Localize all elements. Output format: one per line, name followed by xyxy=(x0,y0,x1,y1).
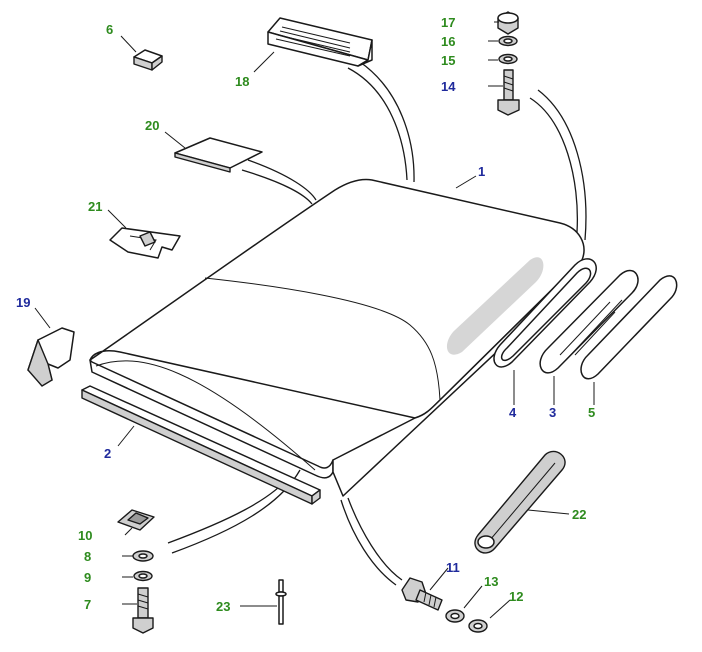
window-seal-rubber xyxy=(493,258,597,368)
mounting-bracket xyxy=(27,327,75,387)
roof-vent xyxy=(267,17,373,67)
label-19: 19 xyxy=(16,295,30,310)
label-15: 15 xyxy=(441,53,455,68)
roof-pad xyxy=(174,137,263,173)
label-10: 10 xyxy=(78,528,92,543)
label-5: 5 xyxy=(588,405,595,420)
label-18: 18 xyxy=(235,74,249,89)
small-block-part xyxy=(133,49,163,71)
label-9: 9 xyxy=(84,570,91,585)
label-6: 6 xyxy=(106,22,113,37)
rivet xyxy=(275,579,287,625)
label-17: 17 xyxy=(441,15,455,30)
glass-pane xyxy=(539,269,639,374)
front-seal-strip xyxy=(81,385,321,505)
window-trim-strip xyxy=(580,275,678,380)
retaining-clip xyxy=(109,227,181,259)
label-8: 8 xyxy=(84,549,91,564)
label-16: 16 xyxy=(441,34,455,49)
label-1: 1 xyxy=(478,164,485,179)
part-labels: 1 2 3 4 5 6 7 8 9 10 11 12 13 14 15 16 1… xyxy=(16,15,595,614)
bolt-stack-top xyxy=(497,11,520,116)
rubber-tube xyxy=(474,450,566,554)
assembly-guide-lines xyxy=(167,61,587,586)
bolt-and-washers xyxy=(401,577,488,633)
label-13: 13 xyxy=(484,574,498,589)
label-2: 2 xyxy=(104,446,111,461)
label-7: 7 xyxy=(84,597,91,612)
side-window-panel xyxy=(446,257,544,355)
label-14: 14 xyxy=(441,79,456,94)
label-11: 11 xyxy=(446,560,460,575)
label-12: 12 xyxy=(509,589,523,604)
label-3: 3 xyxy=(549,405,556,420)
label-4: 4 xyxy=(509,405,517,420)
label-23: 23 xyxy=(216,599,230,614)
bolt-stack-bottom xyxy=(117,509,155,634)
label-21: 21 xyxy=(88,199,102,214)
leader-lines xyxy=(34,21,595,619)
roof-panel xyxy=(89,178,585,497)
label-22: 22 xyxy=(572,507,586,522)
label-20: 20 xyxy=(145,118,159,133)
